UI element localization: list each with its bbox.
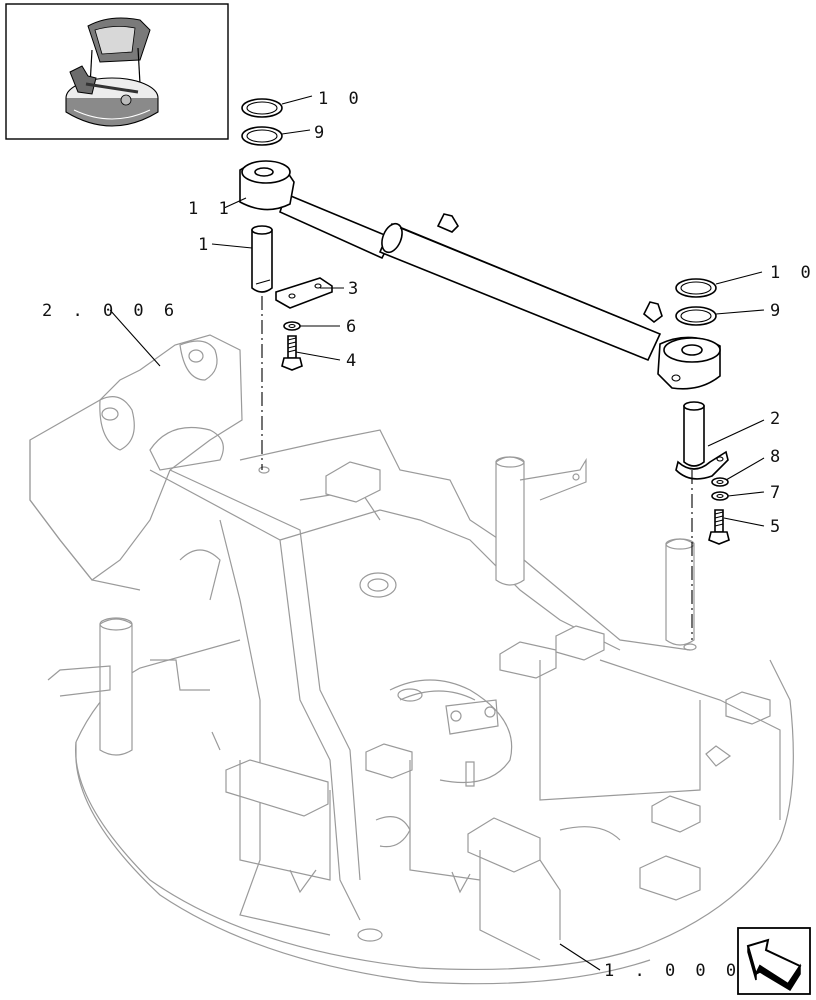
callout-9-right: 9 (770, 301, 785, 321)
washer-8[interactable] (711, 477, 729, 487)
callout-6: 6 (346, 317, 361, 337)
washer-9-right[interactable] (675, 306, 717, 326)
callout-8: 8 (770, 447, 785, 467)
machine-locator-thumbnail[interactable] (5, 3, 229, 140)
washer-9-left[interactable] (241, 126, 283, 146)
return-arrow-icon[interactable] (737, 927, 811, 995)
callout-11: 1 1 (188, 199, 234, 219)
pin-2[interactable] (675, 401, 729, 480)
callout-9-left: 9 (314, 123, 329, 143)
pin-1[interactable] (251, 225, 273, 293)
hydraulic-cylinder[interactable] (239, 160, 721, 390)
washer-10-left[interactable] (241, 98, 283, 118)
bolt-5[interactable] (708, 509, 730, 545)
leader-lines (109, 95, 765, 971)
upper-frame-structure (29, 334, 794, 985)
assembly-center-lines (261, 296, 693, 640)
washer-10-right[interactable] (675, 278, 717, 298)
callout-7: 7 (770, 483, 785, 503)
callout-10-left: 1 0 (318, 89, 364, 109)
plate-3[interactable] (275, 277, 333, 309)
bolt-4[interactable] (281, 335, 303, 371)
callout-5: 5 (770, 517, 785, 537)
callout-labels: 1 0 9 1 1 1 3 6 4 2 . 0 0 6 1 0 9 2 8 7 … (42, 89, 816, 981)
washer-6[interactable] (283, 321, 301, 331)
callout-4: 4 (346, 351, 361, 371)
washer-7[interactable] (711, 491, 729, 501)
callout-ref-base-frame: 1 . 0 0 0 (604, 961, 741, 981)
callout-2: 2 (770, 409, 785, 429)
callout-10-right: 1 0 (770, 263, 816, 283)
callout-1: 1 (198, 235, 213, 255)
callout-ref-upper-frame: 2 . 0 0 6 (42, 301, 179, 321)
callout-3: 3 (348, 279, 363, 299)
